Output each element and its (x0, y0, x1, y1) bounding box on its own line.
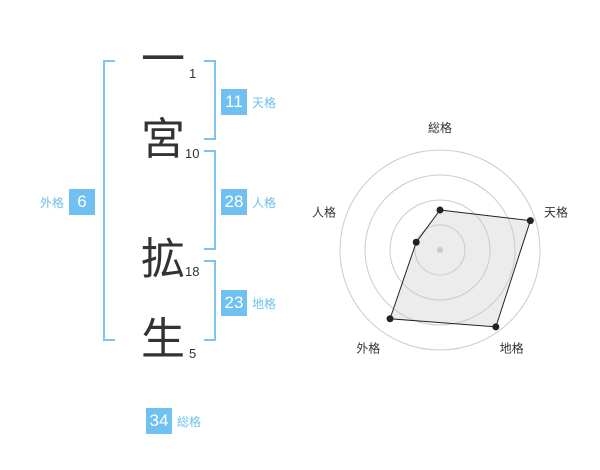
stroke-count-3: 18 (185, 264, 200, 279)
name-char-3: 拡 (141, 234, 185, 285)
jinkaku-bracket (204, 150, 216, 250)
radar-data-point (412, 238, 420, 246)
gaikaku-bracket (103, 60, 115, 341)
soukaku-value: 34 (146, 408, 172, 434)
gaikaku-value: 6 (69, 189, 96, 215)
radar-ring (364, 174, 516, 326)
tenkaku-label: 天格 (252, 95, 277, 110)
radar-data-point (386, 315, 394, 323)
radar-center-dot (437, 247, 443, 253)
tenkaku-value: 11 (221, 89, 247, 115)
radar-axis-label: 総格 (428, 120, 452, 135)
radar-data-point (526, 217, 534, 225)
radar-data-point (492, 323, 500, 331)
radar-ring (389, 199, 491, 301)
tenkaku-badge: 11 天格 (221, 89, 276, 115)
jinkaku-badge: 28 人格 (221, 189, 276, 215)
tenkaku-bracket (204, 60, 216, 140)
name-char-4: 生 (141, 314, 185, 365)
chikaku-value: 23 (221, 290, 247, 316)
radar-axis-label: 天格 (544, 204, 568, 219)
name-char-1: 一 (141, 34, 185, 85)
soukaku-label: 総格 (177, 414, 202, 429)
stroke-count-4: 5 (189, 346, 197, 361)
chikaku-bracket (204, 260, 216, 341)
radar-axis-label: 地格 (500, 341, 524, 356)
radar-axis-label: 外格 (356, 341, 380, 356)
radar-ring (339, 149, 541, 351)
chikaku-badge: 23 地格 (221, 290, 276, 316)
chikaku-label: 地格 (252, 296, 277, 311)
name-char-2: 宮 (141, 114, 185, 165)
jinkaku-label: 人格 (252, 195, 277, 210)
radar-data-point (436, 206, 444, 214)
soukaku-badge: 34 総格 (146, 408, 201, 434)
stroke-count-1: 1 (189, 66, 197, 81)
radar-axis-label: 人格 (312, 204, 336, 219)
radar-ring (414, 224, 466, 276)
jinkaku-value: 28 (221, 189, 247, 215)
radar-series-area (389, 209, 532, 328)
gaikaku-badge: 外格 6 (40, 189, 96, 215)
gaikaku-label: 外格 (40, 195, 65, 210)
stroke-count-2: 10 (185, 146, 200, 161)
